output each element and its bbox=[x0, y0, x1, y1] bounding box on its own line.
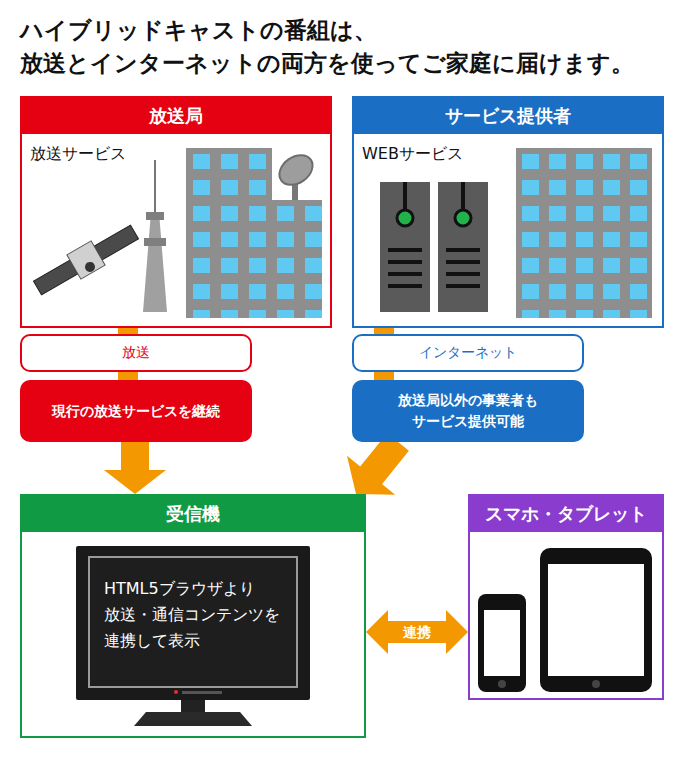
server-vent bbox=[446, 284, 480, 288]
panel-heading: サービス提供者 bbox=[354, 98, 662, 134]
edge-label: 連携 bbox=[400, 622, 434, 642]
flow-arrow bbox=[128, 372, 129, 380]
phone-screen bbox=[484, 610, 520, 676]
panel-heading: 受信機 bbox=[22, 496, 364, 532]
channel-pill: インターネット bbox=[352, 334, 584, 372]
smartphone bbox=[478, 594, 526, 692]
server-vent bbox=[388, 284, 422, 288]
solar-panel bbox=[34, 260, 78, 295]
broadcast-tower bbox=[143, 160, 167, 312]
tower-deck bbox=[146, 212, 164, 220]
panel-label: WEBサービス bbox=[362, 144, 463, 165]
arrow-shaft bbox=[118, 372, 138, 380]
server-vent bbox=[446, 248, 480, 252]
phone-button bbox=[498, 680, 506, 688]
pill-text: インターネット bbox=[419, 344, 517, 362]
provider-panel: サービス提供者 WEBサービス bbox=[352, 96, 664, 328]
television bbox=[76, 546, 310, 726]
building bbox=[516, 148, 652, 318]
note-box: 現行の放送サービスを継続 bbox=[20, 380, 252, 442]
broadcaster-panel: 放送局放送サービス bbox=[20, 96, 332, 328]
phone-body bbox=[478, 594, 526, 692]
server-vent bbox=[388, 260, 422, 264]
satellite-body bbox=[67, 241, 105, 279]
satellite bbox=[31, 220, 142, 300]
flow-arrow bbox=[347, 442, 398, 495]
arrow-shaft bbox=[374, 372, 394, 380]
tower-deck bbox=[144, 238, 166, 246]
server-vent bbox=[446, 260, 480, 264]
flow-arrow bbox=[366, 610, 468, 654]
tower-body bbox=[143, 212, 167, 312]
tv-mark bbox=[182, 691, 222, 694]
tablet bbox=[540, 548, 652, 692]
tower-antenna bbox=[154, 160, 156, 212]
arrow-head bbox=[366, 610, 388, 654]
panel-heading: スマホ・タブレット bbox=[470, 496, 662, 532]
arrow-shaft bbox=[370, 442, 398, 476]
panel-label: 放送サービス bbox=[30, 144, 126, 165]
panel-heading: 放送局 bbox=[22, 98, 330, 134]
server-vent bbox=[388, 248, 422, 252]
tv-screen: HTML5ブラウザより 放送・通信コンテンツを 連携して表示 bbox=[88, 556, 298, 688]
pill-text: 放送 bbox=[122, 344, 150, 362]
server-vent bbox=[446, 272, 480, 276]
web-servers bbox=[380, 182, 488, 312]
arrow-head bbox=[104, 470, 166, 494]
server bbox=[380, 182, 430, 312]
server-line bbox=[461, 182, 465, 210]
server-lamp bbox=[397, 210, 413, 226]
arrow-head bbox=[347, 456, 395, 495]
tv-neck bbox=[181, 700, 205, 712]
tablet-button bbox=[592, 680, 600, 688]
diagram-title: ハイブリッドキャストの番組は、 放送とインターネットの両方を使ってご家庭に届けま… bbox=[20, 14, 680, 80]
tv-stand bbox=[134, 712, 252, 726]
tv-bezel bbox=[76, 546, 310, 700]
arrow-shaft bbox=[121, 442, 149, 471]
satellite-dish bbox=[274, 149, 318, 200]
note-box: 放送局以外の事業者も サービス提供可能 bbox=[352, 380, 584, 442]
tablet-screen bbox=[548, 564, 644, 676]
flow-arrow bbox=[104, 442, 166, 494]
building-wing bbox=[272, 200, 322, 318]
satellite-antenna bbox=[83, 260, 97, 274]
server-lamp bbox=[455, 210, 471, 226]
tv-lamp bbox=[174, 690, 178, 694]
device-panel: スマホ・タブレット bbox=[468, 494, 664, 700]
building bbox=[186, 148, 272, 318]
tablet-body bbox=[540, 548, 652, 692]
arrow-shaft bbox=[387, 621, 447, 643]
server bbox=[438, 182, 488, 312]
server-line bbox=[403, 182, 407, 210]
arrow-head bbox=[446, 610, 468, 654]
flow-arrow bbox=[384, 372, 385, 380]
channel-pill: 放送 bbox=[20, 334, 252, 372]
dish bbox=[274, 149, 318, 191]
box-text: 放送局以外の事業者も サービス提供可能 bbox=[364, 390, 572, 432]
receiver-panel: 受信機 HTML5ブラウザより 放送・通信コンテンツを 連携して表示 bbox=[20, 494, 366, 738]
server-vent bbox=[388, 272, 422, 276]
screen-text: HTML5ブラウザより 放送・通信コンテンツを 連携して表示 bbox=[104, 576, 282, 654]
solar-panel bbox=[94, 225, 138, 260]
box-text: 現行の放送サービスを継続 bbox=[52, 401, 220, 422]
